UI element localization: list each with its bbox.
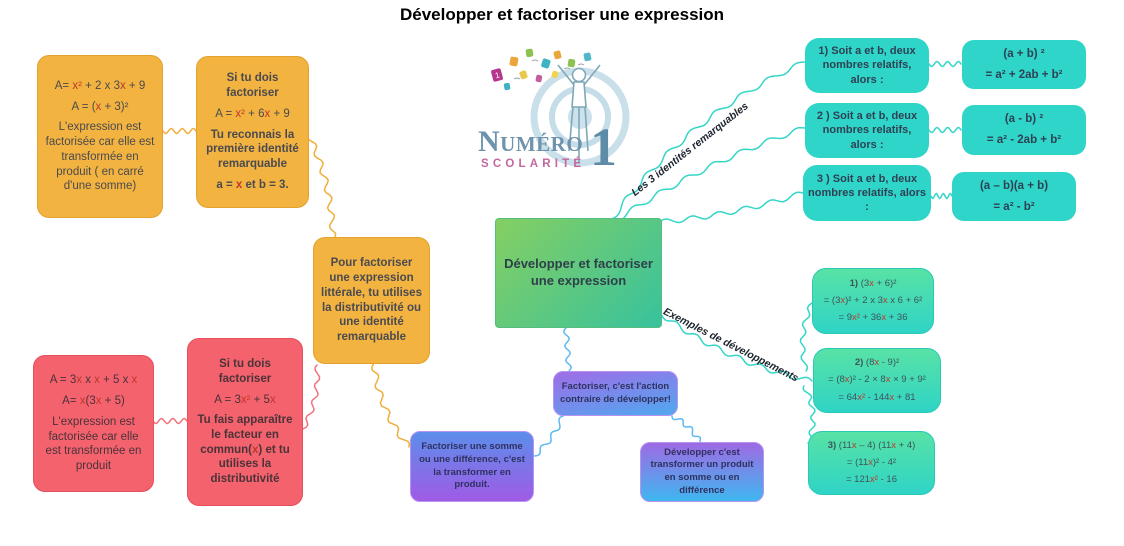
text-line: Développer c'est transformer un produit …: [650, 446, 754, 496]
text-line: Tu reconnais la première identité remarq…: [206, 128, 299, 171]
math-line: = a² - b²: [993, 200, 1035, 213]
text-line: Factoriser une somme ou une différence, …: [419, 441, 525, 491]
text-line: Tu fais apparaître le facteur en commun(…: [197, 414, 293, 486]
node-identity-2-statement: 2 ) Soit a et b, deux nombres relatifs, …: [805, 103, 929, 158]
text-line: 3 ) Soit a et b, deux nombres relatifs, …: [808, 172, 926, 214]
text-line: 1) Soit a et b, deux nombres relatifs, a…: [818, 45, 916, 86]
node-example-1: 1) (3x + 6)² = (3x)² + 2 x 3x x 6 + 6² =…: [812, 268, 934, 334]
text-line: 2 ) Soit a et b, deux nombres relatifs, …: [816, 110, 918, 151]
node-heading: Si tu dois factoriser: [218, 358, 272, 385]
math-line: A= x² + 2 x 3x + 9: [54, 79, 146, 92]
text-line: Factoriser, c'est l'action contraire de …: [560, 380, 671, 405]
math-line: = (8x)² - 2 × 8x × 9 + 9²: [828, 374, 926, 386]
svg-text:1: 1: [494, 70, 501, 80]
math-line: 3) (11x – 4) (11x + 4): [827, 439, 916, 451]
math-line: = 121x² - 16: [846, 474, 897, 486]
node-first-identity-method: Si tu dois factoriser A = x² + 6x + 9 Tu…: [196, 56, 309, 208]
node-identity-3-statement: 3 ) Soit a et b, deux nombres relatifs, …: [803, 165, 931, 221]
math-line: 2) (8x - 9)²: [854, 357, 900, 369]
central-node-label: Développer et factoriser une expression: [504, 256, 653, 288]
math-line: (a + b) ²: [1003, 47, 1045, 60]
central-node: Développer et factoriser une expression: [495, 218, 662, 328]
node-example-3: 3) (11x – 4) (11x + 4) = (11x)² - 4² = 1…: [808, 431, 935, 495]
math-line: A = 3x² + 5x: [214, 393, 276, 406]
node-def-developper: Développer c'est transformer un produit …: [640, 442, 764, 502]
math-line: = a² - 2ab + b²: [986, 134, 1062, 146]
logo-figure-icon: [557, 64, 601, 163]
math-line: = 9x² + 36x + 36: [838, 312, 908, 324]
math-line: a = x et b = 3.: [216, 178, 289, 191]
math-line: = a² + 2ab + b²: [985, 68, 1063, 81]
node-identity-1-statement: 1) Soit a et b, deux nombres relatifs, a…: [805, 38, 929, 93]
node-factorisation-method: Pour factoriser une expression littérale…: [313, 237, 430, 364]
logo-text-scolarite: SCOLARITÉ: [481, 157, 585, 170]
math-line: A = 3x x x + 5 x x: [49, 374, 138, 387]
math-line: 1) (3x + 6)²: [849, 277, 897, 289]
node-identity-2-formula: (a - b) ² = a² - 2ab + b²: [962, 105, 1086, 155]
node-def-factoriser-somme: Factoriser une somme ou une différence, …: [410, 431, 534, 502]
text-line: L'expression est factorisée car elle est…: [45, 121, 155, 193]
page-title: Développer et factoriser une expression: [399, 5, 725, 24]
node-common-factor-method: Si tu dois factoriser A = 3x² + 5x Tu fa…: [187, 338, 303, 506]
node-square-sum-example: A= x² + 2 x 3x + 9 A = (x + 3)² L'expres…: [37, 55, 163, 218]
math-line: A = (x + 3)²: [71, 100, 129, 113]
math-line: A = x² + 6x + 9: [215, 107, 290, 120]
math-line: = (3x)² + 2 x 3x x 6 + 6²: [823, 294, 923, 306]
node-example-2: 2) (8x - 9)² = (8x)² - 2 × 8x × 9 + 9² =…: [813, 348, 941, 413]
math-line: = 64x² - 144x + 81: [838, 391, 916, 403]
logo-text-one: 1: [590, 117, 617, 177]
logo-numero1-scolarite: 1 Numéro 1 SCOLARITÉ: [478, 48, 630, 177]
node-heading: Si tu dois factoriser: [226, 72, 279, 100]
node-common-factor-example: A = 3x x x + 5 x x A= x(3x + 5) L'expres…: [33, 355, 154, 492]
math-line: (a - b) ²: [1004, 113, 1044, 126]
text-line: L'expression est factorisée car elle est…: [45, 415, 142, 472]
math-line: = (11x)² - 4²: [846, 456, 897, 468]
node-identity-1-formula: (a + b) ² = a² + 2ab + b²: [962, 40, 1086, 89]
math-line: (a – b)(a + b): [979, 179, 1049, 192]
node-def-factoriser-contraire: Factoriser, c'est l'action contraire de …: [553, 371, 678, 416]
text-line: Pour factoriser une expression littérale…: [321, 257, 422, 343]
node-identity-3-formula: (a – b)(a + b) = a² - b²: [952, 172, 1076, 221]
logo-text-numero: Numéro: [478, 125, 583, 158]
math-line: A= x(3x + 5): [62, 395, 125, 408]
